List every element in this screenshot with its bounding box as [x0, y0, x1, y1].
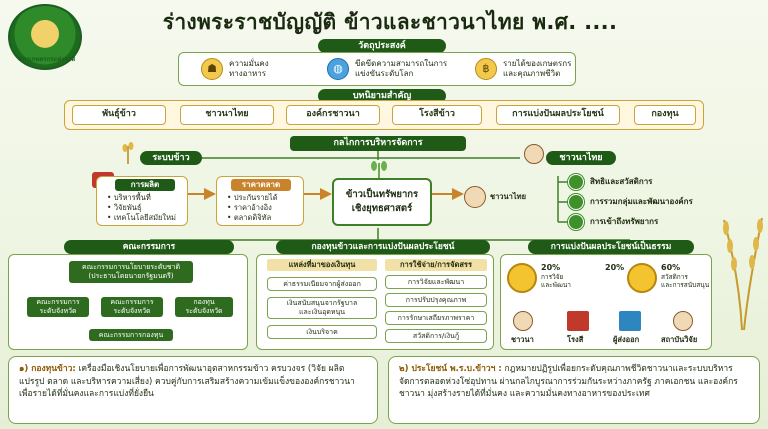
rights-item: การรวมกลุ่มและพัฒนาองค์กร — [590, 197, 693, 206]
definition-item: กองทุน — [634, 105, 696, 125]
rice-system-label: ระบบข้าว — [140, 151, 202, 165]
researcher-actor-icon — [673, 311, 693, 331]
group-icon — [568, 194, 584, 210]
farmer-label: ชาวนาไทย — [546, 151, 616, 165]
definitions-heading: บทนิยามสำคัญ — [318, 89, 446, 103]
definition-item: การแบ่งปันผลประโยชน์ — [496, 105, 620, 125]
production-box: การผลิต • บริหารพื้นที่ • วิจัยพันธุ์ • … — [96, 176, 188, 226]
use-item: การวิจัยและพัฒนา — [385, 275, 487, 289]
sharing-heading: การแบ่งปันผลประโยชน์เป็นธรรม — [528, 240, 694, 254]
use-item: การปรับปรุงคุณภาพ — [385, 293, 487, 307]
share-pct: 20% — [541, 263, 561, 272]
production-item: • เทคโนโลยีสมัยใหม่ — [107, 213, 176, 222]
share-label: การวิจัย และพัฒนา — [541, 273, 571, 289]
rice-bowl-icon: ☗ — [201, 58, 223, 80]
share-pct: 60% — [661, 263, 681, 272]
production-item: • วิจัยพันธุ์ — [107, 203, 142, 212]
center-text: ข้าวเป็นทรัพยากร เชิงยุทธศาสตร์ — [345, 189, 419, 214]
share-pct: 20% — [605, 263, 625, 272]
center-rice-icon — [366, 160, 392, 178]
objective-item: ขีดขีดความสามารถในการ แข่งขันระดับโลก — [355, 59, 448, 78]
committee-heading: คณะกรรมการ — [64, 240, 234, 254]
rights-item: การเข้าถึงทรัพยากร — [590, 217, 659, 226]
production-title: การผลิต — [115, 179, 175, 191]
market-price-title: ราคาตลาด — [231, 179, 291, 191]
definition-item: พันธุ์ข้าว — [72, 105, 166, 125]
rice-stalk-icon — [120, 140, 136, 164]
share-label: สวัสดิการ และการสนับสนุน — [661, 273, 710, 289]
committee-panel: คณะกรรมการนโยบายระดับชาติ (ประธานโดยนายก… — [8, 254, 248, 350]
fund-committee: คณะกรรมการกองทุน — [89, 329, 173, 341]
research-share-icon — [507, 263, 537, 293]
actor-label: ผู้ส่งออก — [613, 335, 640, 344]
source-item: เงินสนับสนุนจากรัฐบาล และเงินอุดหนุน — [267, 297, 377, 319]
definition-item: ชาวนาไทย — [180, 105, 274, 125]
sources-heading: แหล่งที่มาของเงินทุน — [267, 259, 377, 271]
objective-item: ความมั่นคง ทางอาหาร — [229, 59, 269, 78]
exporter-actor-icon — [619, 311, 641, 331]
market-price-item: • ราคาอ้างอิง — [227, 203, 272, 212]
fund-panel: แหล่งที่มาของเงินทุน ค่าธรรมเนียมจากผู้ส… — [256, 254, 494, 350]
note-fund: ๑) กองทุนข้าว: เครื่องมือเชิงนโยบายเพื่อ… — [8, 356, 378, 424]
farmer-side-label: ชาวนาไทย — [490, 192, 526, 201]
note-text: ๑) กองทุนข้าว: เครื่องมือเชิงนโยบายเพื่อ… — [19, 364, 355, 399]
center-box: ข้าวเป็นทรัพยากร เชิงยุทธศาสตร์ — [332, 178, 432, 226]
source-item: เงินบริจาค — [267, 325, 377, 339]
market-price-item: • ประกันรายได้ — [227, 193, 278, 202]
farmer-avatar-icon — [464, 186, 486, 208]
mill-actor-icon — [567, 311, 589, 331]
mechanism-heading: กลไกการบริหารจัดการ — [290, 136, 466, 151]
money-hand-icon: ฿ — [475, 58, 497, 80]
rights-icon — [568, 174, 584, 190]
farmer-top-icon — [524, 144, 544, 164]
objectives-heading: วัตถุประสงค์ — [318, 39, 446, 53]
definition-item: โรงสีข้าว — [392, 105, 482, 125]
actor-label: สถาบันวิจัย — [661, 335, 698, 344]
definition-item: องค์กรชาวนา — [286, 105, 380, 125]
logo-text: สภาเกษตรกรแห่งชาติ — [18, 56, 76, 63]
rights-item: สิทธิและสวัสดิการ — [590, 177, 653, 186]
provincial-fund: กองทุน ระดับจังหวัด — [175, 297, 233, 317]
welfare-share-icon — [627, 263, 657, 293]
resource-icon — [568, 214, 584, 230]
production-item: • บริหารพื้นที่ — [107, 193, 151, 202]
page-title: ร่างพระราชบัญญัติ ข้าวและชาวนาไทย พ.ศ. .… — [162, 10, 618, 34]
objectives-panel: ☗ ความมั่นคง ทางอาหาร ◍ ขีดขีดความสามารถ… — [178, 52, 576, 86]
actor-label: โรงสี — [567, 335, 584, 344]
source-item: ค่าธรรมเนียมจากผู้ส่งออก — [267, 277, 377, 291]
market-price-item: • ตลาดดิจิทัล — [227, 213, 272, 222]
sharing-panel: 20% การวิจัย และพัฒนา 20% 60% สวัสดิการ … — [500, 254, 712, 350]
note-text: ๒) ประโยชน์ พ.ร.บ.ข้าวฯ : กฎหมายปฏิรูปเพ… — [399, 364, 738, 399]
objective-item: รายได้ของเกษตรกร และคุณภาพชีวิต — [503, 59, 572, 78]
actor-label: ชาวนา — [511, 335, 534, 344]
council-logo-icon — [8, 4, 82, 70]
use-item: การรักษาเสถียรภาพราคา — [385, 311, 487, 325]
provincial-committee: คณะกรรมการ ระดับจังหวัด — [27, 297, 89, 317]
fund-heading: กองทุนข้าวและการแบ่งปันผลประโยชน์ — [276, 240, 490, 254]
rice-stalk-right — [718, 210, 766, 331]
note-benefit: ๒) ประโยชน์ พ.ร.บ.ข้าวฯ : กฎหมายปฏิรูปเพ… — [388, 356, 760, 424]
globe-icon: ◍ — [327, 58, 349, 80]
farmer-actor-icon — [513, 311, 533, 331]
national-committee: คณะกรรมการนโยบายระดับชาติ (ประธานโดยนายก… — [69, 261, 193, 283]
use-item: สวัสดิการ/เงินกู้ — [385, 329, 487, 343]
uses-heading: การใช้จ่าย/การจัดสรร — [385, 259, 487, 271]
district-committee: คณะกรรมการ ระดับจังหวัด — [101, 297, 163, 317]
market-price-box: ราคาตลาด • ประกันรายได้ • ราคาอ้างอิง • … — [216, 176, 304, 226]
